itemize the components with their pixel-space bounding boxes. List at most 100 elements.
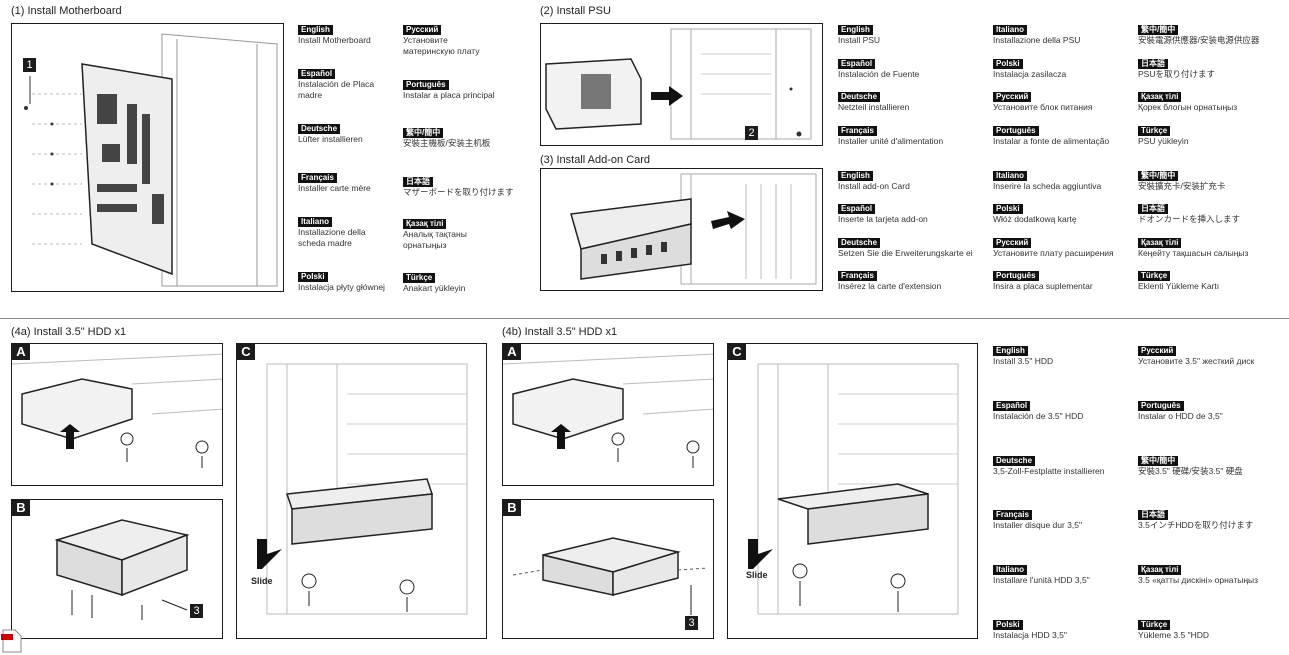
lang-text: Қорек блогын орнатыңыз bbox=[1138, 102, 1238, 112]
lang-text: PSU yükleyin bbox=[1138, 136, 1189, 146]
lang-text: Installazione della scheda madre bbox=[298, 227, 366, 248]
lang-block: 日本語マザーボードを取り付けます bbox=[403, 176, 514, 198]
lang-text: Instalar a placa principal bbox=[403, 90, 495, 100]
lang-tag: Français bbox=[838, 271, 877, 281]
lang-tag: English bbox=[838, 25, 873, 35]
lang-text: Установите материнскую плату bbox=[403, 35, 480, 56]
lang-text: Установите 3.5" жесткий диск bbox=[1138, 356, 1255, 366]
hdd-4a-step-b: B 3 bbox=[11, 499, 223, 639]
lang-tag: Français bbox=[298, 173, 337, 183]
lang-tag: Deutsche bbox=[838, 238, 881, 248]
section-divider bbox=[0, 318, 1289, 319]
lang-tag: Русский bbox=[993, 238, 1032, 248]
lang-text: Instalar o HDD de 3,5" bbox=[1138, 411, 1223, 421]
lang-tag: Қазақ тілі bbox=[1138, 565, 1182, 575]
hdd-4a-step-c: C Slide bbox=[236, 343, 487, 639]
lang-block: 日本語ドオンカードを挿入します bbox=[1138, 203, 1240, 225]
lang-tag: Русский bbox=[403, 25, 442, 35]
lang-text: Anakart yükleyin bbox=[403, 283, 466, 293]
addon-card-illustration bbox=[540, 168, 823, 291]
lang-tag: Français bbox=[993, 510, 1032, 520]
lang-tag: 繁中/簡中 bbox=[1138, 456, 1179, 466]
callout-3: 3 bbox=[685, 616, 698, 630]
lang-text: Insira a placa suplementar bbox=[993, 281, 1093, 291]
callout-1: 1 bbox=[23, 58, 36, 72]
lang-text: 3.5インチHDDを取り付けます bbox=[1138, 520, 1254, 530]
lang-tag: 日本語 bbox=[403, 177, 433, 187]
lang-tag: Español bbox=[993, 401, 1031, 411]
lang-tag: Português bbox=[993, 271, 1039, 281]
lang-text: Установите плату расширения bbox=[993, 248, 1114, 258]
lang-text: Instalación de Fuente bbox=[838, 69, 920, 79]
lang-tag: 日本語 bbox=[1138, 204, 1168, 214]
lang-tag: Español bbox=[298, 69, 336, 79]
lang-tag: Polski bbox=[993, 204, 1023, 214]
panel-label-a: A bbox=[12, 344, 30, 360]
lang-text: Setzen Sie die Erweiterungskarte ei bbox=[838, 248, 973, 258]
section-title-hdd-4b: (4b) Install 3.5" HDD x1 bbox=[502, 326, 618, 338]
lang-text: Instalar a fonte de alimentação bbox=[993, 136, 1110, 146]
lang-text: Installer unité d'alimentation bbox=[838, 136, 944, 146]
lang-text: 安裝電源供應器/安装电源供应器 bbox=[1138, 35, 1260, 45]
lang-text: 3,5-Zoll-Festplatte installieren bbox=[993, 466, 1105, 476]
lang-text: Włóż dodatkową kartę bbox=[993, 214, 1077, 224]
lang-tag: Português bbox=[993, 126, 1039, 136]
lang-tag: Русский bbox=[1138, 346, 1177, 356]
section-title-hdd-4a: (4a) Install 3.5" HDD x1 bbox=[11, 326, 127, 338]
lang-text: Install 3.5" HDD bbox=[993, 356, 1054, 366]
lang-tag: English bbox=[993, 346, 1028, 356]
lang-tag: Türkçe bbox=[403, 273, 436, 283]
lang-tag: Français bbox=[838, 126, 877, 136]
lang-text: Eklenti Yükleme Kartı bbox=[1138, 281, 1220, 291]
lang-text: Installazione della PSU bbox=[993, 35, 1081, 45]
lang-block: 繁中/簡中安裝電源供應器/安装电源供应器 bbox=[1138, 24, 1259, 46]
lang-text: Instalación de 3.5" HDD bbox=[993, 411, 1084, 421]
section-title-psu: (2) Install PSU bbox=[540, 5, 611, 17]
lang-tag: Polski bbox=[298, 272, 328, 282]
hdd-4b-step-a: A bbox=[502, 343, 714, 486]
lang-tag: Português bbox=[1138, 401, 1184, 411]
lang-tag: Türkçe bbox=[1138, 620, 1171, 630]
lang-block: 繁中/簡中安裝擴充卡/安装扩充卡 bbox=[1138, 170, 1225, 192]
hdd-4b-step-b: B 3 bbox=[502, 499, 714, 639]
lang-tag: Türkçe bbox=[1138, 126, 1171, 136]
lang-tag: 日本語 bbox=[1138, 59, 1168, 69]
lang-tag: Русский bbox=[993, 92, 1032, 102]
panel-label-c: C bbox=[728, 344, 746, 360]
lang-text: 安裝擴充卡/安装扩充卡 bbox=[1138, 181, 1226, 191]
lang-tag: 繁中/簡中 bbox=[1138, 171, 1179, 181]
lang-tag: Türkçe bbox=[1138, 271, 1171, 281]
lang-tag: English bbox=[298, 25, 333, 35]
lang-text: Установите блок питания bbox=[993, 102, 1093, 112]
lang-text: Lüfter installieren bbox=[298, 134, 363, 144]
lang-text: Instalacja HDD 3,5" bbox=[993, 630, 1067, 640]
lang-text: Installer disque dur 3,5" bbox=[993, 520, 1083, 530]
lang-text: Install Motherboard bbox=[298, 35, 371, 45]
lang-tag: Italiano bbox=[993, 565, 1028, 575]
lang-text: Instalacja płyty głównej bbox=[298, 282, 385, 292]
